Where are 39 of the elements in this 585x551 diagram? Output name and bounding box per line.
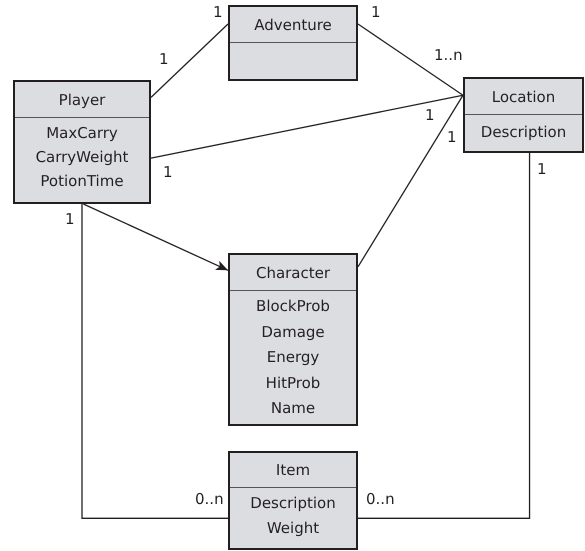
class-box: [228, 451, 358, 550]
multiplicity-label: 0..n: [195, 490, 224, 508]
class-name: Location: [492, 88, 556, 106]
attribute: BlockProb: [256, 296, 330, 317]
multiplicity-label: 1: [537, 160, 547, 178]
class-box: [228, 253, 358, 426]
multiplicity-label: 0..n: [366, 490, 395, 508]
multiplicity-label: 1..n: [434, 46, 463, 64]
association-line: [81, 204, 228, 519]
multiplicity-label: 1: [447, 128, 457, 146]
attribute: Name: [270, 398, 316, 419]
association-line: [358, 153, 530, 519]
attribute: Description: [250, 493, 336, 514]
class-box: [13, 80, 151, 204]
class-name: Character: [256, 264, 330, 282]
multiplicity-label: 1: [371, 3, 381, 21]
class-name: Adventure: [254, 16, 332, 34]
multiplicity-label: 1: [159, 50, 169, 68]
class-name: Player: [58, 90, 106, 108]
multiplicity-label: 1: [65, 210, 75, 228]
arrow: [83, 203, 228, 271]
attribute: CarryWeight: [36, 147, 128, 168]
association-line: [358, 23, 464, 96]
attribute: MaxCarry: [46, 123, 118, 144]
attribute: Description: [480, 122, 566, 143]
association-line: [357, 94, 464, 268]
association-line: [150, 24, 228, 98]
class-box: [463, 77, 584, 153]
attribute: Energy: [266, 347, 320, 368]
association-line: [150, 94, 464, 159]
attribute: Damage: [261, 322, 325, 342]
attribute: HitProb: [266, 372, 320, 394]
multiplicity-label: 1: [163, 163, 173, 181]
class-name: Item: [276, 461, 310, 479]
attribute: Weight: [266, 518, 320, 539]
attribute: PotionTime: [40, 171, 124, 192]
multiplicity-label: 1: [213, 3, 223, 21]
multiplicity-label: 1: [425, 106, 435, 124]
class-box: [228, 5, 358, 81]
